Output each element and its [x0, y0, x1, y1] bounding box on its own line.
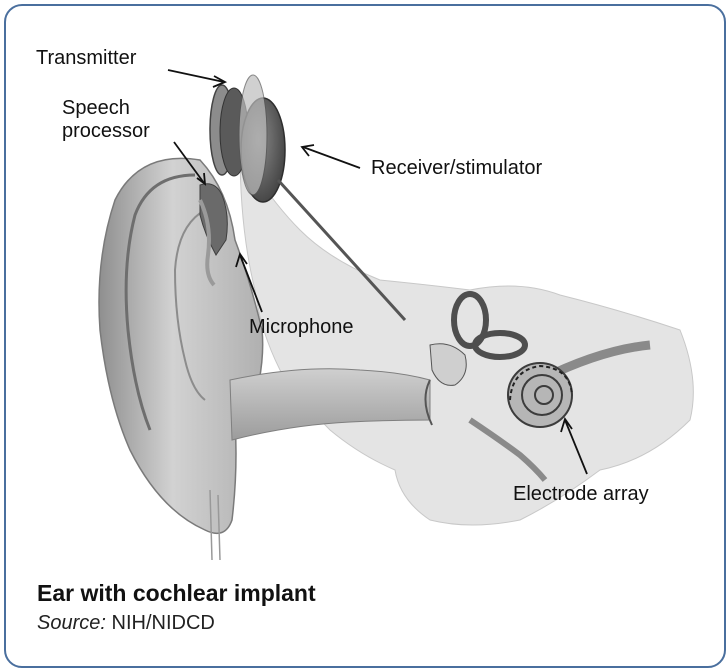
receiver-plate: [239, 75, 267, 195]
label-microphone: Microphone: [249, 316, 354, 339]
figure-caption-source: Source: NIH/NIDCD: [37, 612, 215, 635]
label-electrode-array: Electrode array: [513, 483, 649, 506]
receiver-leader: [303, 147, 360, 168]
label-speech-processor-line1: Speech: [62, 97, 130, 120]
label-speech-processor-line2: processor: [62, 120, 150, 143]
label-receiver-stimulator: Receiver/stimulator: [371, 157, 542, 180]
source-prefix: Source:: [37, 612, 106, 634]
figure-caption-title: Ear with cochlear implant: [37, 580, 316, 607]
source-value: NIH/NIDCD: [112, 612, 215, 634]
label-transmitter: Transmitter: [36, 47, 136, 70]
